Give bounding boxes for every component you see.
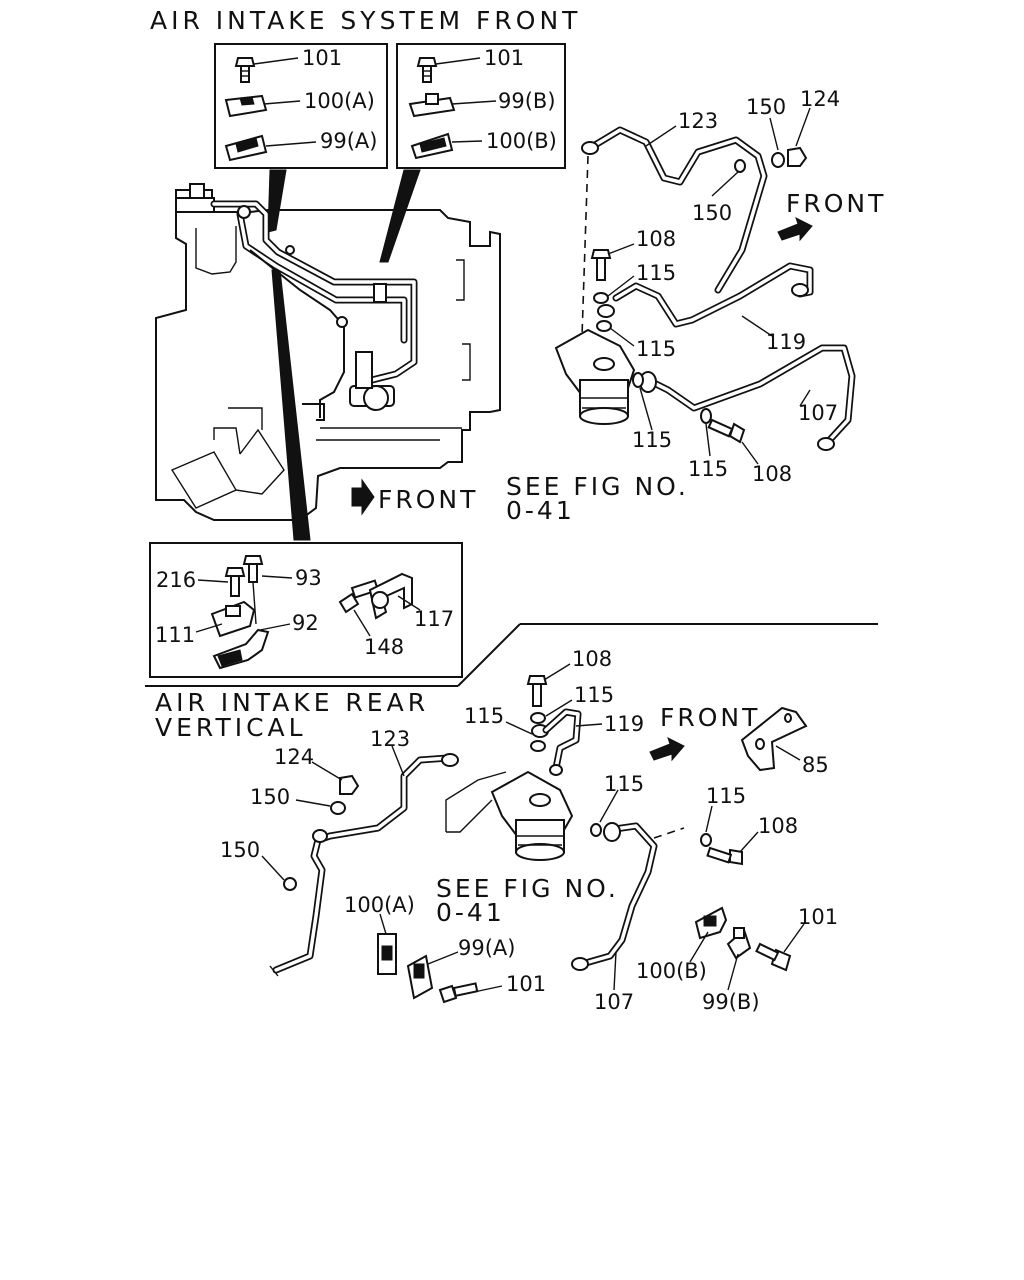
rear-see-fig-line1: SEE FIG NO. [436,874,619,903]
rear-section-parts: 108 115 115 119 85 123 124 150 150 115 1… [220,647,838,1014]
fuel-filter-front-icon [554,328,636,425]
rear-see-fig-line2: 0-41 [436,898,505,927]
label-inset-c-bolt-side: 148 [364,635,404,659]
rear-section-front-label: FRONT [660,703,760,732]
label-rear-pipe-lower: 107 [594,990,634,1014]
rear-section-title-line1: AIR INTAKE REAR [155,688,429,717]
label-rear-washer-a: 115 [574,683,614,707]
clip-100b-rear-icon [694,906,728,940]
label-inset-a-bolt: 101 [302,46,342,70]
clip-99a-rear-icon [406,954,434,1000]
front-see-fig-line2: 0-41 [506,496,575,525]
inset-box-c: 216 93 111 92 148 117 [149,542,463,678]
label-rear-clip-b-upper: 100(B) [636,959,707,983]
label-front-washer-c: 115 [632,428,672,452]
label-front-washer-b: 115 [636,337,676,361]
label-front-washer-a: 115 [636,261,676,285]
label-rear-bolt-b: 101 [798,905,838,929]
label-front-washer-d: 115 [688,457,728,481]
label-rear-washer-upper: 150 [250,785,290,809]
label-inset-c-clip: 92 [292,611,319,635]
label-inset-c-bracket: 111 [155,623,195,647]
label-front-washer-mid: 150 [692,201,732,225]
eye-bolt-108-top-icon [590,249,612,281]
label-rear-clip-a-lower: 99(A) [458,936,515,960]
front-see-fig-line1: SEE FIG NO. [506,472,689,501]
label-front-pipe-lower: 107 [798,401,838,425]
clip-100a-rear-icon [377,933,397,975]
label-inset-b-bolt: 101 [484,46,524,70]
eye-bolt-108-side-rear-icon [706,846,743,866]
label-inset-a-clip-upper: 100(A) [304,89,375,113]
section-divider [145,623,878,687]
bracket-85-icon [740,706,808,772]
label-inset-b-clip-upper: 99(B) [498,89,556,113]
fuel-filter-rear-icon [490,770,574,861]
label-inset-c-bolt-right: 93 [295,566,322,590]
label-front-eye-bolt-low: 108 [752,462,792,486]
label-rear-nut: 124 [274,745,314,769]
bolt-101-a-icon [234,57,256,83]
clip-99b-icon [408,93,456,118]
label-inset-c-clamp: 117 [414,607,454,631]
clip-92-icon [212,628,270,670]
label-rear-washer-b: 115 [464,704,504,728]
clip-99a-icon [224,134,268,162]
inset-box-b: 101 99(B) 100(B) [396,43,566,169]
engine-front-label: FRONT [378,485,478,514]
label-rear-washer-d: 115 [706,784,746,808]
clamp-117-icon [368,572,413,620]
label-front-nut-top: 124 [800,87,840,111]
label-rear-bracket: 85 [802,753,829,777]
label-rear-washer-c: 115 [604,772,644,796]
nut-124-rear-icon [339,774,360,795]
bolt-101-b-icon [416,57,438,83]
engine-fuel-lines [210,200,418,421]
label-inset-a-clip-lower: 99(A) [320,129,377,153]
front-section-arrow: FRONT [777,189,886,242]
bolt-93-icon [242,555,264,625]
eye-bolt-108-low-icon [707,418,746,444]
front-section-title: AIR INTAKE SYSTEM FRONT [150,6,581,35]
label-rear-bolt-a: 101 [506,972,546,996]
label-rear-eye-bolt-side: 108 [758,814,798,838]
label-front-pipe-return: 123 [678,109,718,133]
engine-front-arrow: FRONT [351,478,478,516]
bolt-216-icon [224,567,246,597]
clip-100a-icon [224,94,268,118]
clip-99b-rear-icon [726,927,752,960]
nut-124-icon [787,146,808,167]
bracket-111-icon [210,600,256,638]
engine-block [155,183,501,521]
bolt-148-icon [338,579,380,614]
front-section-front-label: FRONT [786,189,886,218]
label-front-washer-top: 150 [746,95,786,119]
callout-wedge-a [267,169,287,233]
rear-section-title-line2: VERTICAL [155,713,307,742]
bolt-101-rear-b-icon [755,942,792,972]
label-rear-pipe-feed: 119 [604,712,644,736]
label-front-eye-bolt-top: 108 [636,227,676,251]
label-rear-washer-lower: 150 [220,838,260,862]
inset-box-a: 101 100(A) 99(A) [214,43,388,169]
clip-100b-icon [410,132,454,160]
label-rear-eye-bolt-top: 108 [572,647,612,671]
eye-bolt-108-rear-icon [526,675,548,707]
callout-wedge-b [379,169,421,263]
label-front-pipe-feed: 119 [766,330,806,354]
front-section-parts: 123 150 124 150 108 115 115 119 115 107 … [554,87,856,486]
label-rear-clip-b-lower: 99(B) [702,990,760,1014]
label-inset-b-clip-lower: 100(B) [486,129,557,153]
label-rear-pipe-return: 123 [370,727,410,751]
label-rear-clip-a-upper: 100(A) [344,893,415,917]
label-inset-c-bolt-left: 216 [156,568,196,592]
bolt-101-rear-a-icon [438,982,479,1004]
rear-section-arrow: FRONT [649,703,760,762]
